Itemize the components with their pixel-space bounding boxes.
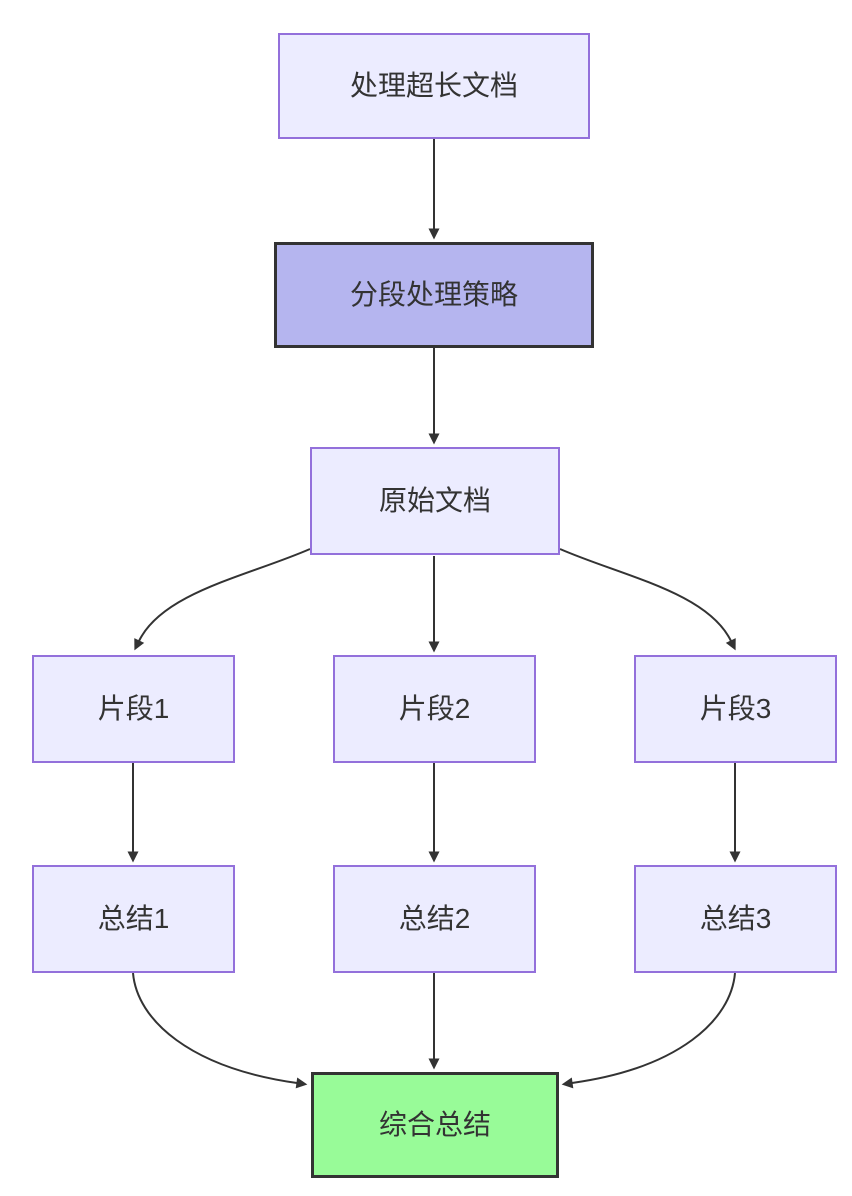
node-label: 片段3: [699, 692, 772, 724]
node-label: 片段2: [398, 692, 471, 724]
edge-sum1-final: [132, 972, 308, 1089]
node-label: 分段处理策略: [349, 278, 518, 310]
node-label: 综合总结: [378, 1108, 491, 1140]
node-seg3: 片段3: [634, 655, 837, 763]
node-task: 处理超长文档: [278, 33, 590, 139]
node-sum2: 总结2: [333, 865, 536, 973]
edge-original-seg1: [134, 548, 311, 651]
edge-sum3-final: [561, 972, 736, 1089]
node-label: 总结2: [398, 902, 471, 934]
node-label: 片段1: [97, 692, 170, 724]
node-strategy: 分段处理策略: [274, 242, 594, 348]
edge-original-seg3: [559, 548, 736, 651]
node-seg2: 片段2: [333, 655, 536, 763]
node-sum1: 总结1: [32, 865, 235, 973]
node-seg1: 片段1: [32, 655, 235, 763]
node-label: 总结1: [97, 902, 170, 934]
node-sum3: 总结3: [634, 865, 837, 973]
node-final: 综合总结: [311, 1072, 559, 1178]
node-original: 原始文档: [310, 447, 560, 555]
node-label: 处理超长文档: [349, 69, 518, 101]
node-label: 总结3: [699, 902, 772, 934]
node-label: 原始文档: [378, 484, 491, 516]
